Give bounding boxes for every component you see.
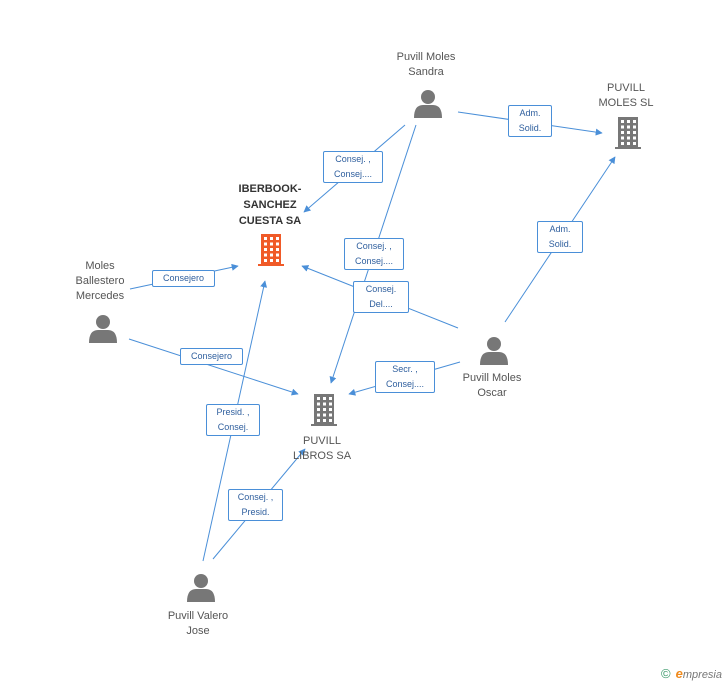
- edge-label-sandra-moles-sl[interactable]: Adm. Solid.: [508, 105, 552, 137]
- edge-label-jose-libros[interactable]: Consej. , Presid.: [228, 489, 283, 521]
- edge-label-sandra-libros[interactable]: Consej. , Consej....: [344, 238, 404, 270]
- edge-label-oscar-iberbook[interactable]: Consej. Del....: [353, 281, 409, 313]
- edge-label-mercedes-iberbook[interactable]: Consejero: [152, 270, 215, 287]
- nodes-layer: [89, 90, 641, 602]
- node-label-mercedes[interactable]: Moles Ballestero Mercedes: [75, 260, 125, 302]
- node-label-oscar[interactable]: Puvill Moles Oscar: [462, 372, 522, 399]
- brand-name: mpresia: [682, 669, 722, 681]
- edge-label-mercedes-libros[interactable]: Consejero: [180, 348, 243, 365]
- oscar-person-icon[interactable]: [480, 337, 508, 365]
- brand-initial: e: [675, 666, 683, 681]
- mercedes-person-icon[interactable]: [89, 315, 117, 343]
- puvill-libros-building-icon[interactable]: [311, 394, 337, 426]
- node-label-puvill-moles-sl[interactable]: PUVILL MOLES SL: [598, 82, 654, 109]
- edge-label-jose-iberbook[interactable]: Presid. , Consej.: [206, 404, 260, 436]
- sandra-person-icon[interactable]: [414, 90, 442, 118]
- puvill-moles-sl-building-icon[interactable]: [615, 117, 641, 149]
- edge-label-oscar-moles-sl[interactable]: Adm. Solid.: [537, 221, 583, 253]
- footer-brand: © empresia: [661, 666, 722, 681]
- edge-label-sandra-iberbook[interactable]: Consej. , Consej....: [323, 151, 383, 183]
- jose-person-icon[interactable]: [187, 574, 215, 602]
- node-label-jose[interactable]: Puvill Valero Jose: [167, 610, 229, 637]
- node-label-sandra[interactable]: Puvill Moles Sandra: [396, 51, 456, 78]
- node-label-puvill-libros[interactable]: PUVILL LIBROS SA: [292, 435, 352, 462]
- copyright-icon: ©: [660, 666, 671, 681]
- iberbook-building-icon[interactable]: [258, 234, 284, 266]
- node-label-iberbook[interactable]: IBERBOOK- SANCHEZ CUESTA SA: [238, 183, 302, 227]
- edge-line-mercedes-libros: [128, 338, 299, 396]
- edge-label-oscar-libros[interactable]: Secr. , Consej....: [375, 361, 435, 393]
